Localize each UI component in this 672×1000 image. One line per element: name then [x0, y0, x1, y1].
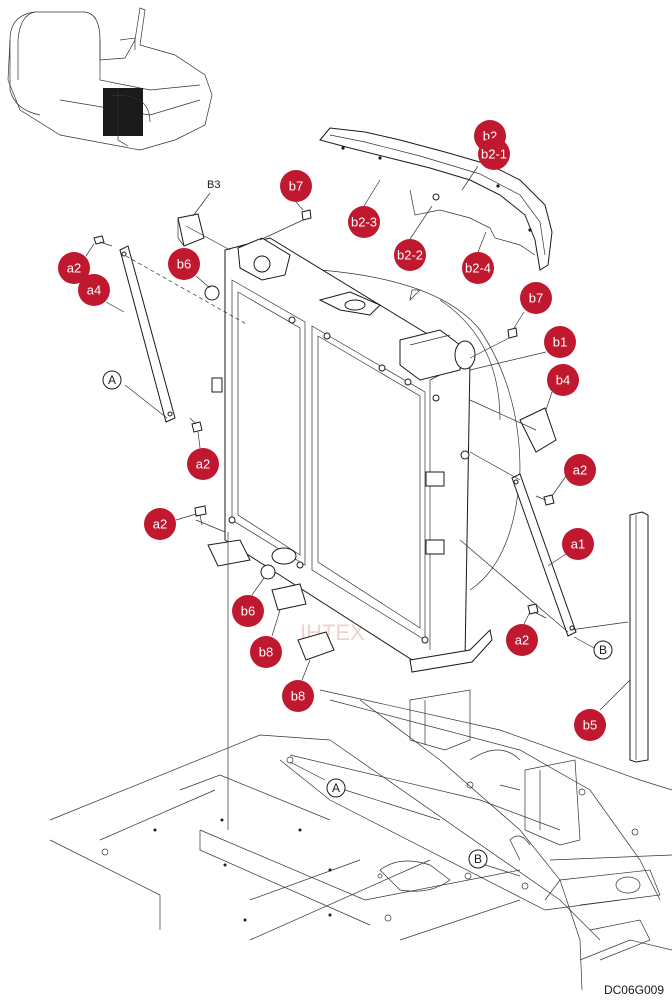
badge-b6-top[interactable]: b6: [168, 248, 200, 280]
svg-text:a4: a4: [87, 283, 101, 298]
badge-b2-1[interactable]: b2-1: [478, 138, 510, 170]
svg-text:b4: b4: [556, 373, 570, 388]
svg-text:b8: b8: [259, 645, 273, 660]
badge-b5[interactable]: b5: [574, 709, 606, 741]
ref-marker-a-upper: A: [102, 370, 122, 390]
badge-b4[interactable]: b4: [547, 364, 579, 396]
stay-a4: [119, 245, 176, 423]
badge-b7-top[interactable]: b7: [280, 170, 312, 202]
badge-b2-4[interactable]: b2-4: [462, 252, 494, 284]
svg-text:b6: b6: [177, 257, 191, 272]
ref-marker-b-upper: B: [593, 640, 613, 660]
svg-text:a2: a2: [153, 517, 167, 532]
machine-thumbnail: [7, 7, 213, 151]
badge-a2-2[interactable]: a2: [187, 448, 219, 480]
badge-b8-2[interactable]: b8: [282, 680, 314, 712]
svg-text:b2-2: b2-2: [397, 248, 423, 263]
badge-a4[interactable]: a4: [78, 274, 110, 306]
svg-text:b5: b5: [583, 718, 597, 733]
radiator-assembly: [204, 237, 521, 673]
drawing-code: DC06G009: [604, 983, 664, 997]
bolts: [93, 209, 555, 619]
pad-b8-upper: [271, 583, 307, 611]
svg-text:b2-4: b2-4: [465, 261, 491, 276]
svg-text:A: A: [332, 781, 340, 795]
top-cover-b2: [319, 127, 553, 271]
bracket-b3: B3: [177, 179, 220, 247]
svg-text:a1: a1: [571, 537, 585, 552]
svg-text:b8: b8: [291, 689, 305, 704]
svg-text:a2: a2: [196, 457, 210, 472]
svg-text:b1: b1: [553, 335, 567, 350]
badge-b6-bottom[interactable]: b6: [232, 595, 264, 627]
badge-a2-1[interactable]: a2: [58, 252, 90, 284]
svg-text:A: A: [108, 373, 116, 387]
badge-b7-right[interactable]: b7: [520, 282, 552, 314]
stay-a1: [511, 473, 577, 637]
seal-ring-lower: [260, 564, 276, 580]
svg-text:b2-1: b2-1: [481, 147, 507, 162]
svg-text:b7: b7: [289, 179, 303, 194]
svg-text:a2: a2: [515, 633, 529, 648]
svg-text:a2: a2: [67, 261, 81, 276]
svg-text:b6: b6: [241, 604, 255, 619]
svg-text:a2: a2: [573, 463, 587, 478]
svg-text:B: B: [474, 852, 482, 866]
badge-a2-3[interactable]: a2: [564, 454, 596, 486]
badge-b2-3[interactable]: b2-3: [348, 206, 380, 238]
strip-b5: [629, 511, 649, 763]
svg-text:b7: b7: [529, 291, 543, 306]
svg-text:B: B: [599, 643, 607, 657]
leader-lines: [124, 219, 629, 830]
svg-text:b2-3: b2-3: [351, 215, 377, 230]
ref-marker-b-lower: B: [468, 849, 488, 869]
seal-ring-upper: [204, 285, 220, 301]
badge-b8-1[interactable]: b8: [250, 636, 282, 668]
machine-frame: [49, 689, 672, 991]
ref-marker-a-lower: A: [326, 778, 346, 798]
view-label-b3: B3: [207, 179, 220, 191]
pad-b4: [519, 407, 557, 453]
badge-a2-4[interactable]: a2: [144, 508, 176, 540]
pad-b8-lower: [297, 631, 335, 661]
badge-b2-2[interactable]: b2-2: [394, 239, 426, 271]
badge-a2-5[interactable]: a2: [506, 624, 538, 656]
badge-leaders: [85, 165, 631, 711]
badge-a1[interactable]: a1: [562, 528, 594, 560]
badge-b1[interactable]: b1: [544, 326, 576, 358]
